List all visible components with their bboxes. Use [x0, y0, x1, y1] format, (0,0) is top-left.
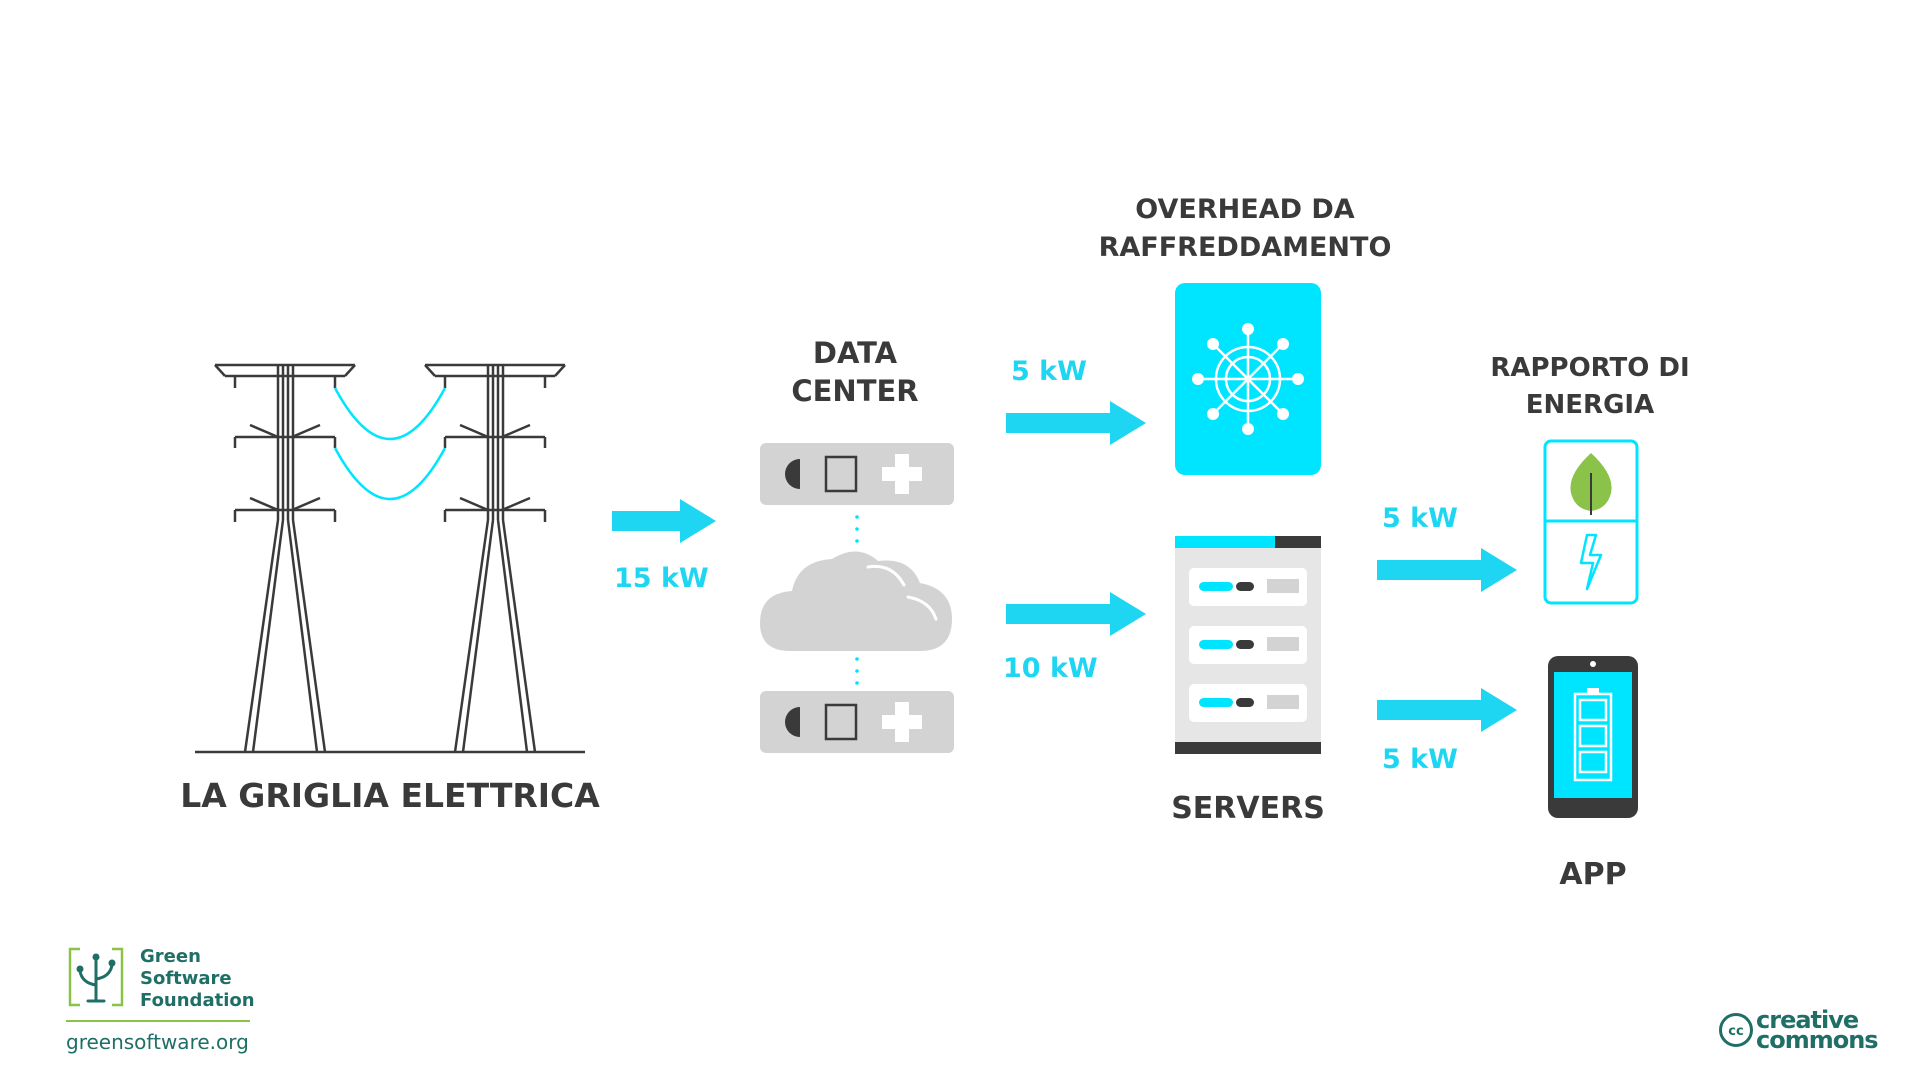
energy-ratio-icon — [1543, 439, 1639, 605]
flow-servers-to-app: 5 kW — [1382, 744, 1458, 775]
cc-wordmark-line2: commons — [1756, 1026, 1879, 1054]
cooling-label-line1: OVERHEAD DA — [1135, 194, 1355, 225]
gsf-name: Green Software Foundation — [140, 946, 255, 1012]
arrow-datacenter-to-servers — [1006, 592, 1146, 636]
phone-icon — [1548, 656, 1638, 818]
gsf-divider — [66, 1020, 250, 1022]
energy-ratio-label-line1: RAPPORTO DI — [1490, 353, 1690, 383]
flow-servers-to-ratio: 5 kW — [1382, 503, 1458, 534]
app-label: APP — [1559, 857, 1627, 892]
arrow-grid-to-datacenter — [612, 499, 716, 543]
cc-wordmark-line1: creative — [1756, 1006, 1859, 1034]
datacenter-label-line1: DATA — [812, 336, 898, 370]
flow-datacenter-to-servers: 10 kW — [1003, 653, 1098, 684]
gsf-name-line1: Green — [140, 946, 201, 967]
cc-logo-icon: cc — [1719, 1013, 1753, 1047]
grid-label: LA GRIGLIA ELETTRICA — [180, 776, 600, 815]
leaf-icon — [1570, 453, 1612, 515]
gsf-logo-icon — [68, 947, 124, 1007]
energy-ratio-label-line2: ENERGIA — [1525, 390, 1655, 420]
flow-grid-to-datacenter: 15 kW — [614, 563, 709, 594]
datacenter-label-line2: CENTER — [791, 374, 919, 408]
server-icon — [1175, 536, 1321, 754]
flow-datacenter-to-cooling: 5 kW — [1011, 356, 1087, 387]
gsf-url-link[interactable]: greensoftware.org — [66, 1030, 249, 1054]
cooling-label-line2: RAFFREDDAMENTO — [1098, 232, 1392, 263]
servers-label: SERVERS — [1171, 791, 1325, 826]
cooling-fan-icon — [1175, 283, 1321, 475]
battery-icon — [1573, 688, 1613, 782]
cc-wordmark: creative commons — [1756, 1006, 1879, 1054]
cloud-icon — [760, 551, 952, 651]
arrow-datacenter-to-cooling — [1006, 401, 1146, 445]
gsf-name-line3: Foundation — [140, 990, 255, 1011]
power-pylon-icon — [195, 363, 585, 754]
arrow-servers-to-ratio — [1377, 548, 1517, 592]
arrow-servers-to-app — [1377, 688, 1517, 732]
gsf-name-line2: Software — [140, 968, 232, 989]
cc-badge-text: cc — [1728, 1024, 1743, 1039]
server-rack-icon — [760, 443, 954, 753]
lightning-icon — [1579, 533, 1603, 591]
